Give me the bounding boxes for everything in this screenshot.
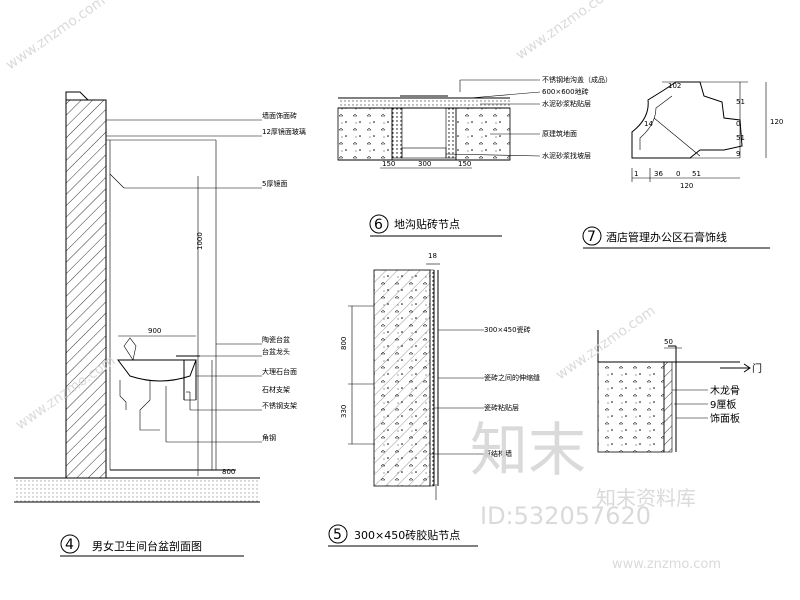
detail-7-dim-8: 1 [634,170,638,178]
detail-7-dim-7: 120 [680,182,693,190]
detail-6-dim-0: 150 [382,160,395,168]
detail-4-label-8: 角钢 [262,433,276,442]
detail-6-label-3: 原建筑地面 [542,129,577,138]
detail-6-label-2: 水泥砂浆粘贴层 [542,99,591,108]
detail-6-labels: 不锈钢地沟盖（成品） 600×600地砖 水泥砂浆粘贴层 原建筑地面 水泥砂浆找… [382,75,612,168]
detail-6-label-4: 水泥砂浆找坡层 [542,151,591,160]
detail-7-dim-3: 0 [736,120,740,128]
detail-4-dim-0: 900 [148,327,161,335]
detail-4-label-5: 大理石台面 [262,367,297,376]
detail-7-dim-9: 36 [654,170,663,178]
detail-5-dim-0: 18 [428,252,437,260]
detail-4-label-4: 台盆龙头 [262,347,290,356]
detail-5-labels: 300×450瓷砖 瓷砖之间的伸缩缝 瓷砖粘贴层 原结构墙 18 800 330 [340,252,540,458]
watermark-url: www.znzmo.com [612,557,721,572]
detail-7-dim-11: 51 [692,170,701,178]
detail-7-dim-5: 9 [736,150,740,158]
detail-5-label-2: 瓷砖粘贴层 [484,403,519,412]
detail-5-label-0: 300×450瓷砖 [484,325,531,334]
door-trim-dim-0: 50 [664,338,673,346]
door-trim-label-2: 9厘板 [710,398,736,411]
detail-5-dim-1: 800 [340,337,348,350]
detail-4-title: 男女卫生间台盆剖面图 [92,539,202,553]
detail-4-label-2: 5厚镜面 [262,179,287,188]
detail-4-label-7: 不锈钢支架 [262,401,297,410]
watermark-brand-sub: 知末资料库 [596,486,696,510]
detail-4-label-3: 陶瓷台盆 [262,335,290,344]
detail-6-dim-2: 150 [458,160,471,168]
detail-4-dim-2: 800 [222,468,235,476]
detail-5-number: 5 [333,527,342,543]
detail-4-number: 4 [65,537,74,553]
detail-6-title: 地沟贴砖节点 [394,217,460,231]
detail-5-label-1: 瓷砖之间的伸缩缝 [484,373,540,382]
detail-5-title: 300×450砖胶贴节点 [354,528,460,542]
detail-6-drawing [337,79,541,169]
detail-6-label-1: 600×600地砖 [542,87,589,96]
detail-5-caption: 5 300×450砖胶贴节点 [328,524,478,547]
detail-7-number: 7 [587,229,596,245]
detail-5-label-3: 原结构墙 [484,449,512,458]
watermark-brand: 知末 [470,416,586,484]
detail-6-number: 6 [374,217,383,233]
detail-7-dim-1: 14 [644,120,653,128]
detail-7-dim-6: 120 [770,118,783,126]
detail-4-label-1: 12厚镜面玻璃 [262,127,306,136]
detail-5-drawing [348,263,484,500]
detail-7-labels: 102 14 51 0 51 9 120 120 1 36 0 51 [634,82,783,190]
detail-4-label-0: 墙面饰面砖 [262,111,297,120]
door-trim-label-3: 饰面板 [710,412,740,425]
detail-4-labels: 墙面饰面砖 12厚镜面玻璃 5厚镜面 陶瓷台盆 台盆龙头 大理石台面 石材支架 … [148,111,306,476]
detail-7-caption: 7 酒店管理办公区石膏饰线 [582,226,770,249]
watermark-id: ID:532057620 [480,502,651,530]
door-trim-labels: 门 木龙骨 9厘板 饰面板 50 [664,338,762,425]
detail-7-dim-2: 51 [736,98,745,106]
detail-4-dim-1: 1000 [196,232,204,250]
door-trim-label-0: 门 [752,362,762,375]
detail-4-caption: 4 男女卫生间台盆剖面图 [60,534,244,557]
watermark-tile-0: www.znzmo.com [3,0,108,73]
detail-7-title: 酒店管理办公区石膏饰线 [606,230,727,244]
detail-6-caption: 6 地沟贴砖节点 [369,214,502,237]
door-trim-label-1: 木龙骨 [710,384,740,397]
detail-7-drawing [631,81,767,182]
detail-4-label-6: 石材支架 [262,385,290,394]
detail-7-dim-0: 102 [668,82,681,90]
watermark-tile-1: www.znzmo.com [513,0,618,63]
detail-5-dim-2: 330 [340,405,348,418]
detail-7-dim-10: 0 [676,170,680,178]
door-trim-drawing [597,330,751,453]
detail-7-dim-4: 51 [736,134,745,142]
detail-6-dim-1: 300 [418,160,431,168]
detail-4-drawing [14,91,262,503]
detail-6-label-0: 不锈钢地沟盖（成品） [542,75,612,84]
